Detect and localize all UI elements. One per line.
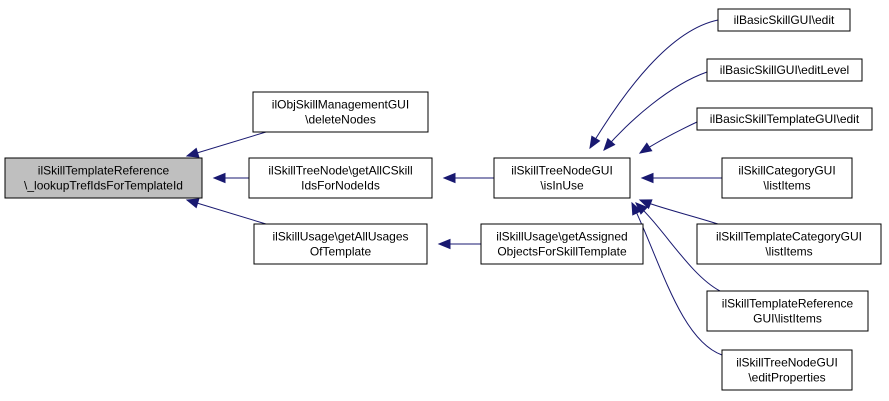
edge-templatecategory_list-to-treenodegui_isinuse-arrowhead xyxy=(638,199,653,210)
node-basic_editlevel-label-line-1: ilBasicSkillGUI\editLevel xyxy=(720,63,849,77)
edge-objskill-to-root xyxy=(186,131,267,157)
edge-usage_getall-to-root xyxy=(186,199,267,225)
node-basic_edit-label-line-1: ilBasicSkillGUI\edit xyxy=(734,13,835,27)
node-root[interactable]: ilSkillTemplateReference\_lookupTrefIdsF… xyxy=(4,157,203,199)
edge-category_list-to-treenodegui_isinuse-arrowhead xyxy=(640,172,654,184)
node-templateref_list-box[interactable] xyxy=(706,290,869,332)
node-usage_getassigned-label-line-2: ObjectsForSkillTemplate xyxy=(497,245,627,259)
node-templatecategory_list-label-line-2: \listItems xyxy=(765,245,812,259)
node-root-label-line-1: ilSkillTemplateReference xyxy=(38,164,170,178)
node-treenode_getall-box[interactable] xyxy=(248,157,433,199)
node-root-label-line-2: \_lookupTrefIdsForTemplateId xyxy=(24,179,183,193)
edge-treenodegui_editprops-to-treenodegui_isinuse-arrowhead xyxy=(631,201,642,216)
node-objskill-label-line-2: \deleteNodes xyxy=(305,113,376,127)
edge-usage_getassigned-to-usage_getall-arrowhead xyxy=(437,238,451,250)
edges-layer xyxy=(185,19,723,356)
node-category_list-label-line-1: ilSkillCategoryGUI xyxy=(738,164,835,178)
node-treenodegui_isinuse[interactable]: ilSkillTreeNodeGUI\isInUse xyxy=(493,157,631,199)
node-templatecategory_list[interactable]: ilSkillTemplateCategoryGUI\listItems xyxy=(696,223,882,265)
node-templatecategory_list-box[interactable] xyxy=(696,223,882,265)
edge-basic_edit-to-treenodegui_isinuse-arrowhead xyxy=(589,135,601,150)
node-templateref_list-label-line-1: ilSkillTemplateReference xyxy=(722,297,854,311)
node-objskill[interactable]: ilObjSkillManagementGUI\deleteNodes xyxy=(252,91,429,133)
edge-basic_edit-to-treenodegui_isinuse xyxy=(589,19,719,149)
nodes-layer: ilSkillTemplateReference\_lookupTrefIdsF… xyxy=(4,8,882,391)
edge-basictemplate_edit-to-treenodegui_isinuse-arrowhead xyxy=(638,142,653,154)
edge-usage_getall-to-root-arrowhead xyxy=(185,198,200,209)
node-category_list-box[interactable] xyxy=(721,157,853,199)
node-basictemplate_edit-box[interactable] xyxy=(696,107,873,131)
node-treenodegui_editprops[interactable]: ilSkillTreeNodeGUI\editProperties xyxy=(721,349,853,391)
edge-basic_editlevel-to-treenodegui_isinuse xyxy=(603,71,708,151)
node-basic_edit-box[interactable] xyxy=(717,8,851,32)
node-usage_getassigned[interactable]: ilSkillUsage\getAssignedObjectsForSkillT… xyxy=(480,223,644,265)
node-treenodegui_isinuse-label-line-1: ilSkillTreeNodeGUI xyxy=(511,164,613,178)
node-treenodegui_editprops-label-line-2: \editProperties xyxy=(748,371,825,385)
node-usage_getall-box[interactable] xyxy=(253,223,428,265)
node-usage_getassigned-label-line-1: ilSkillUsage\getAssigned xyxy=(496,230,627,244)
node-basic_editlevel[interactable]: ilBasicSkillGUI\editLevel xyxy=(706,58,863,82)
node-treenodegui_editprops-box[interactable] xyxy=(721,349,853,391)
node-treenode_getall[interactable]: ilSkillTreeNode\getAllCSkillIdsForNodeId… xyxy=(248,157,433,199)
edge-basic_editlevel-to-treenodegui_isinuse-arrowhead xyxy=(603,137,616,151)
node-category_list[interactable]: ilSkillCategoryGUI\listItems xyxy=(721,157,853,199)
node-usage_getall-label-line-2: OfTemplate xyxy=(310,245,372,259)
edge-treenode_getall-to-root-arrowhead xyxy=(212,172,226,184)
node-usage_getall-label-line-1: ilSkillUsage\getAllUsages xyxy=(272,230,408,244)
edge-templateref_list-to-treenodegui_isinuse xyxy=(635,202,721,292)
node-objskill-box[interactable] xyxy=(252,91,429,133)
node-basic_editlevel-box[interactable] xyxy=(706,58,863,82)
node-treenodegui_editprops-label-line-1: ilSkillTreeNodeGUI xyxy=(736,356,838,370)
node-basictemplate_edit-label-line-1: ilBasicSkillTemplateGUI\edit xyxy=(710,112,860,126)
node-basic_edit[interactable]: ilBasicSkillGUI\edit xyxy=(717,8,851,32)
node-usage_getassigned-box[interactable] xyxy=(480,223,644,265)
edge-treenodegui_isinuse-to-treenode_getall-arrowhead xyxy=(442,172,456,184)
node-treenodegui_isinuse-label-line-2: \isInUse xyxy=(540,179,584,193)
node-treenodegui_isinuse-box[interactable] xyxy=(493,157,631,199)
node-objskill-label-line-1: ilObjSkillManagementGUI xyxy=(272,98,409,112)
node-basictemplate_edit[interactable]: ilBasicSkillTemplateGUI\edit xyxy=(696,107,873,131)
node-category_list-label-line-2: \listItems xyxy=(763,179,810,193)
node-treenode_getall-label-line-1: ilSkillTreeNode\getAllCSkill xyxy=(268,164,412,178)
node-root-box[interactable] xyxy=(4,157,203,199)
edge-objskill-to-root-arrowhead xyxy=(185,147,200,158)
node-treenode_getall-label-line-2: IdsForNodeIds xyxy=(301,179,380,193)
node-templateref_list-label-line-2: GUI\listItems xyxy=(753,312,822,326)
node-templatecategory_list-label-line-1: ilSkillTemplateCategoryGUI xyxy=(716,230,862,244)
